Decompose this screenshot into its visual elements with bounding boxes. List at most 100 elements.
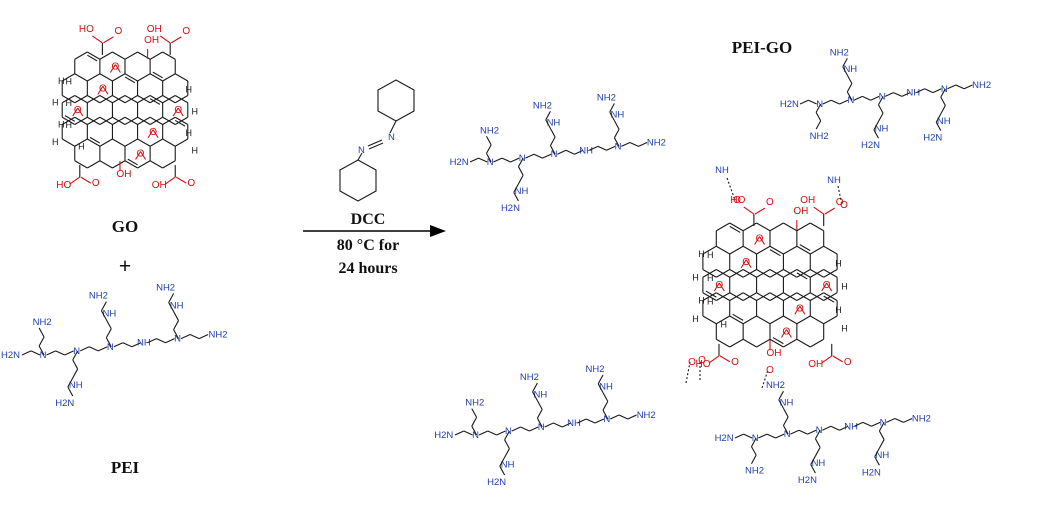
ring-bond bbox=[742, 222, 757, 232]
branch-amine: NH2 bbox=[465, 398, 484, 409]
ring-bond bbox=[174, 95, 189, 104]
pei-branch-bond bbox=[750, 437, 757, 447]
pei-bond bbox=[924, 88, 934, 94]
pei-bond bbox=[627, 414, 637, 420]
ring-bond bbox=[112, 138, 126, 147]
pei-bond bbox=[871, 421, 881, 427]
tertiary-amine: N bbox=[816, 425, 823, 436]
branch-amine: NH bbox=[102, 309, 116, 320]
pei-branch-bond bbox=[877, 104, 884, 114]
ring-bond bbox=[809, 338, 824, 348]
double-bond bbox=[823, 295, 835, 303]
pei-bond bbox=[798, 429, 808, 435]
ring-bond bbox=[716, 269, 731, 278]
pei-branch-bond bbox=[545, 111, 551, 121]
carboxyl-oxygen: O bbox=[836, 197, 844, 208]
branch-terminal: NH2 bbox=[533, 100, 552, 111]
pei-branch-bond bbox=[782, 408, 789, 418]
double-bond bbox=[89, 136, 101, 144]
pei-bond bbox=[544, 422, 554, 428]
edge-hydrogen: H bbox=[692, 272, 699, 282]
pei-bond bbox=[734, 433, 744, 439]
pei-bond bbox=[131, 342, 142, 348]
branch-amine: NH2 bbox=[480, 125, 499, 136]
ring-bond bbox=[87, 160, 101, 169]
tertiary-amine: N bbox=[519, 153, 526, 164]
pei-bond bbox=[830, 425, 840, 431]
pei-branch-bond bbox=[842, 58, 848, 68]
amine-terminal: NH2 bbox=[972, 80, 991, 91]
ring-bond bbox=[742, 315, 757, 325]
ring-bond bbox=[162, 95, 176, 104]
ring-bond bbox=[769, 245, 784, 255]
edge-hydrogen: H bbox=[841, 282, 848, 292]
branch-terminal: H2N bbox=[923, 133, 942, 144]
edge-hydrogen: H bbox=[692, 314, 699, 324]
epoxide-bond bbox=[745, 259, 752, 269]
pei-bond bbox=[79, 346, 90, 352]
epoxide-bond bbox=[754, 236, 761, 245]
branch-amine: NH bbox=[611, 110, 625, 121]
ring-bond bbox=[124, 73, 138, 82]
pei-bond bbox=[589, 145, 599, 151]
ring-bond bbox=[124, 51, 138, 60]
epoxide-oxygen: O bbox=[742, 257, 750, 268]
secondary-amine: NH bbox=[579, 145, 593, 156]
branch-amine: NH bbox=[876, 450, 890, 461]
ring-bond bbox=[74, 116, 88, 125]
pei-bond bbox=[932, 88, 942, 94]
epoxide-oxygen: O bbox=[783, 327, 791, 338]
pei-bond bbox=[606, 145, 616, 151]
link-oxygen: O bbox=[766, 365, 774, 376]
tertiary-amine: N bbox=[941, 84, 948, 95]
pei-bond bbox=[198, 333, 209, 340]
pei-bond bbox=[525, 153, 535, 159]
pei-branch-bond bbox=[504, 439, 510, 449]
hydrogen-bond bbox=[685, 361, 691, 384]
pei-bond bbox=[180, 333, 191, 340]
pei-bond bbox=[618, 414, 629, 420]
pei-branch-bond bbox=[810, 455, 816, 465]
pei-bond bbox=[98, 346, 108, 352]
ring-bond bbox=[716, 292, 731, 301]
ring-bond bbox=[124, 116, 138, 125]
pei-branch-bond bbox=[609, 103, 615, 113]
ring-bond bbox=[769, 338, 784, 348]
pei-bond bbox=[463, 430, 473, 436]
epoxide-bond bbox=[72, 107, 79, 117]
pei-bond bbox=[454, 430, 465, 436]
ring-bond bbox=[783, 245, 798, 255]
tertiary-amine: N bbox=[107, 342, 114, 353]
pei-bond bbox=[165, 338, 175, 344]
pei-bond bbox=[947, 84, 957, 90]
pei-branch-bond bbox=[517, 166, 524, 176]
pei-branch-bond bbox=[935, 121, 942, 131]
ring-bond bbox=[112, 51, 126, 60]
ring-bond bbox=[99, 116, 113, 125]
pei-branch-bond bbox=[532, 382, 538, 393]
hydrogen-label: H bbox=[707, 250, 714, 260]
pei-bond bbox=[594, 418, 605, 424]
hydrogen-bond bbox=[837, 185, 843, 206]
double-bond bbox=[705, 290, 717, 298]
pei-go-hexagon-lattice bbox=[702, 222, 838, 348]
epoxide-bond bbox=[177, 107, 184, 117]
ring-bond bbox=[809, 315, 824, 325]
pei-branch-bond bbox=[105, 319, 112, 330]
pei-branch-bond bbox=[485, 135, 492, 146]
edge-hydrogen: H bbox=[192, 146, 199, 156]
pei-branch-bond bbox=[878, 430, 885, 440]
pei-branch-bond bbox=[532, 391, 538, 401]
ring-bond bbox=[149, 51, 163, 60]
epoxide-bond bbox=[114, 64, 121, 73]
ring-bond bbox=[796, 315, 811, 325]
ring-bond bbox=[174, 73, 189, 82]
branch-amine: NH bbox=[875, 123, 889, 134]
pei-branch-bond bbox=[549, 136, 556, 146]
pei-bond bbox=[901, 92, 911, 97]
tertiary-amine: N bbox=[816, 99, 823, 110]
tertiary-amine: N bbox=[505, 426, 512, 437]
double-bond bbox=[87, 54, 98, 62]
